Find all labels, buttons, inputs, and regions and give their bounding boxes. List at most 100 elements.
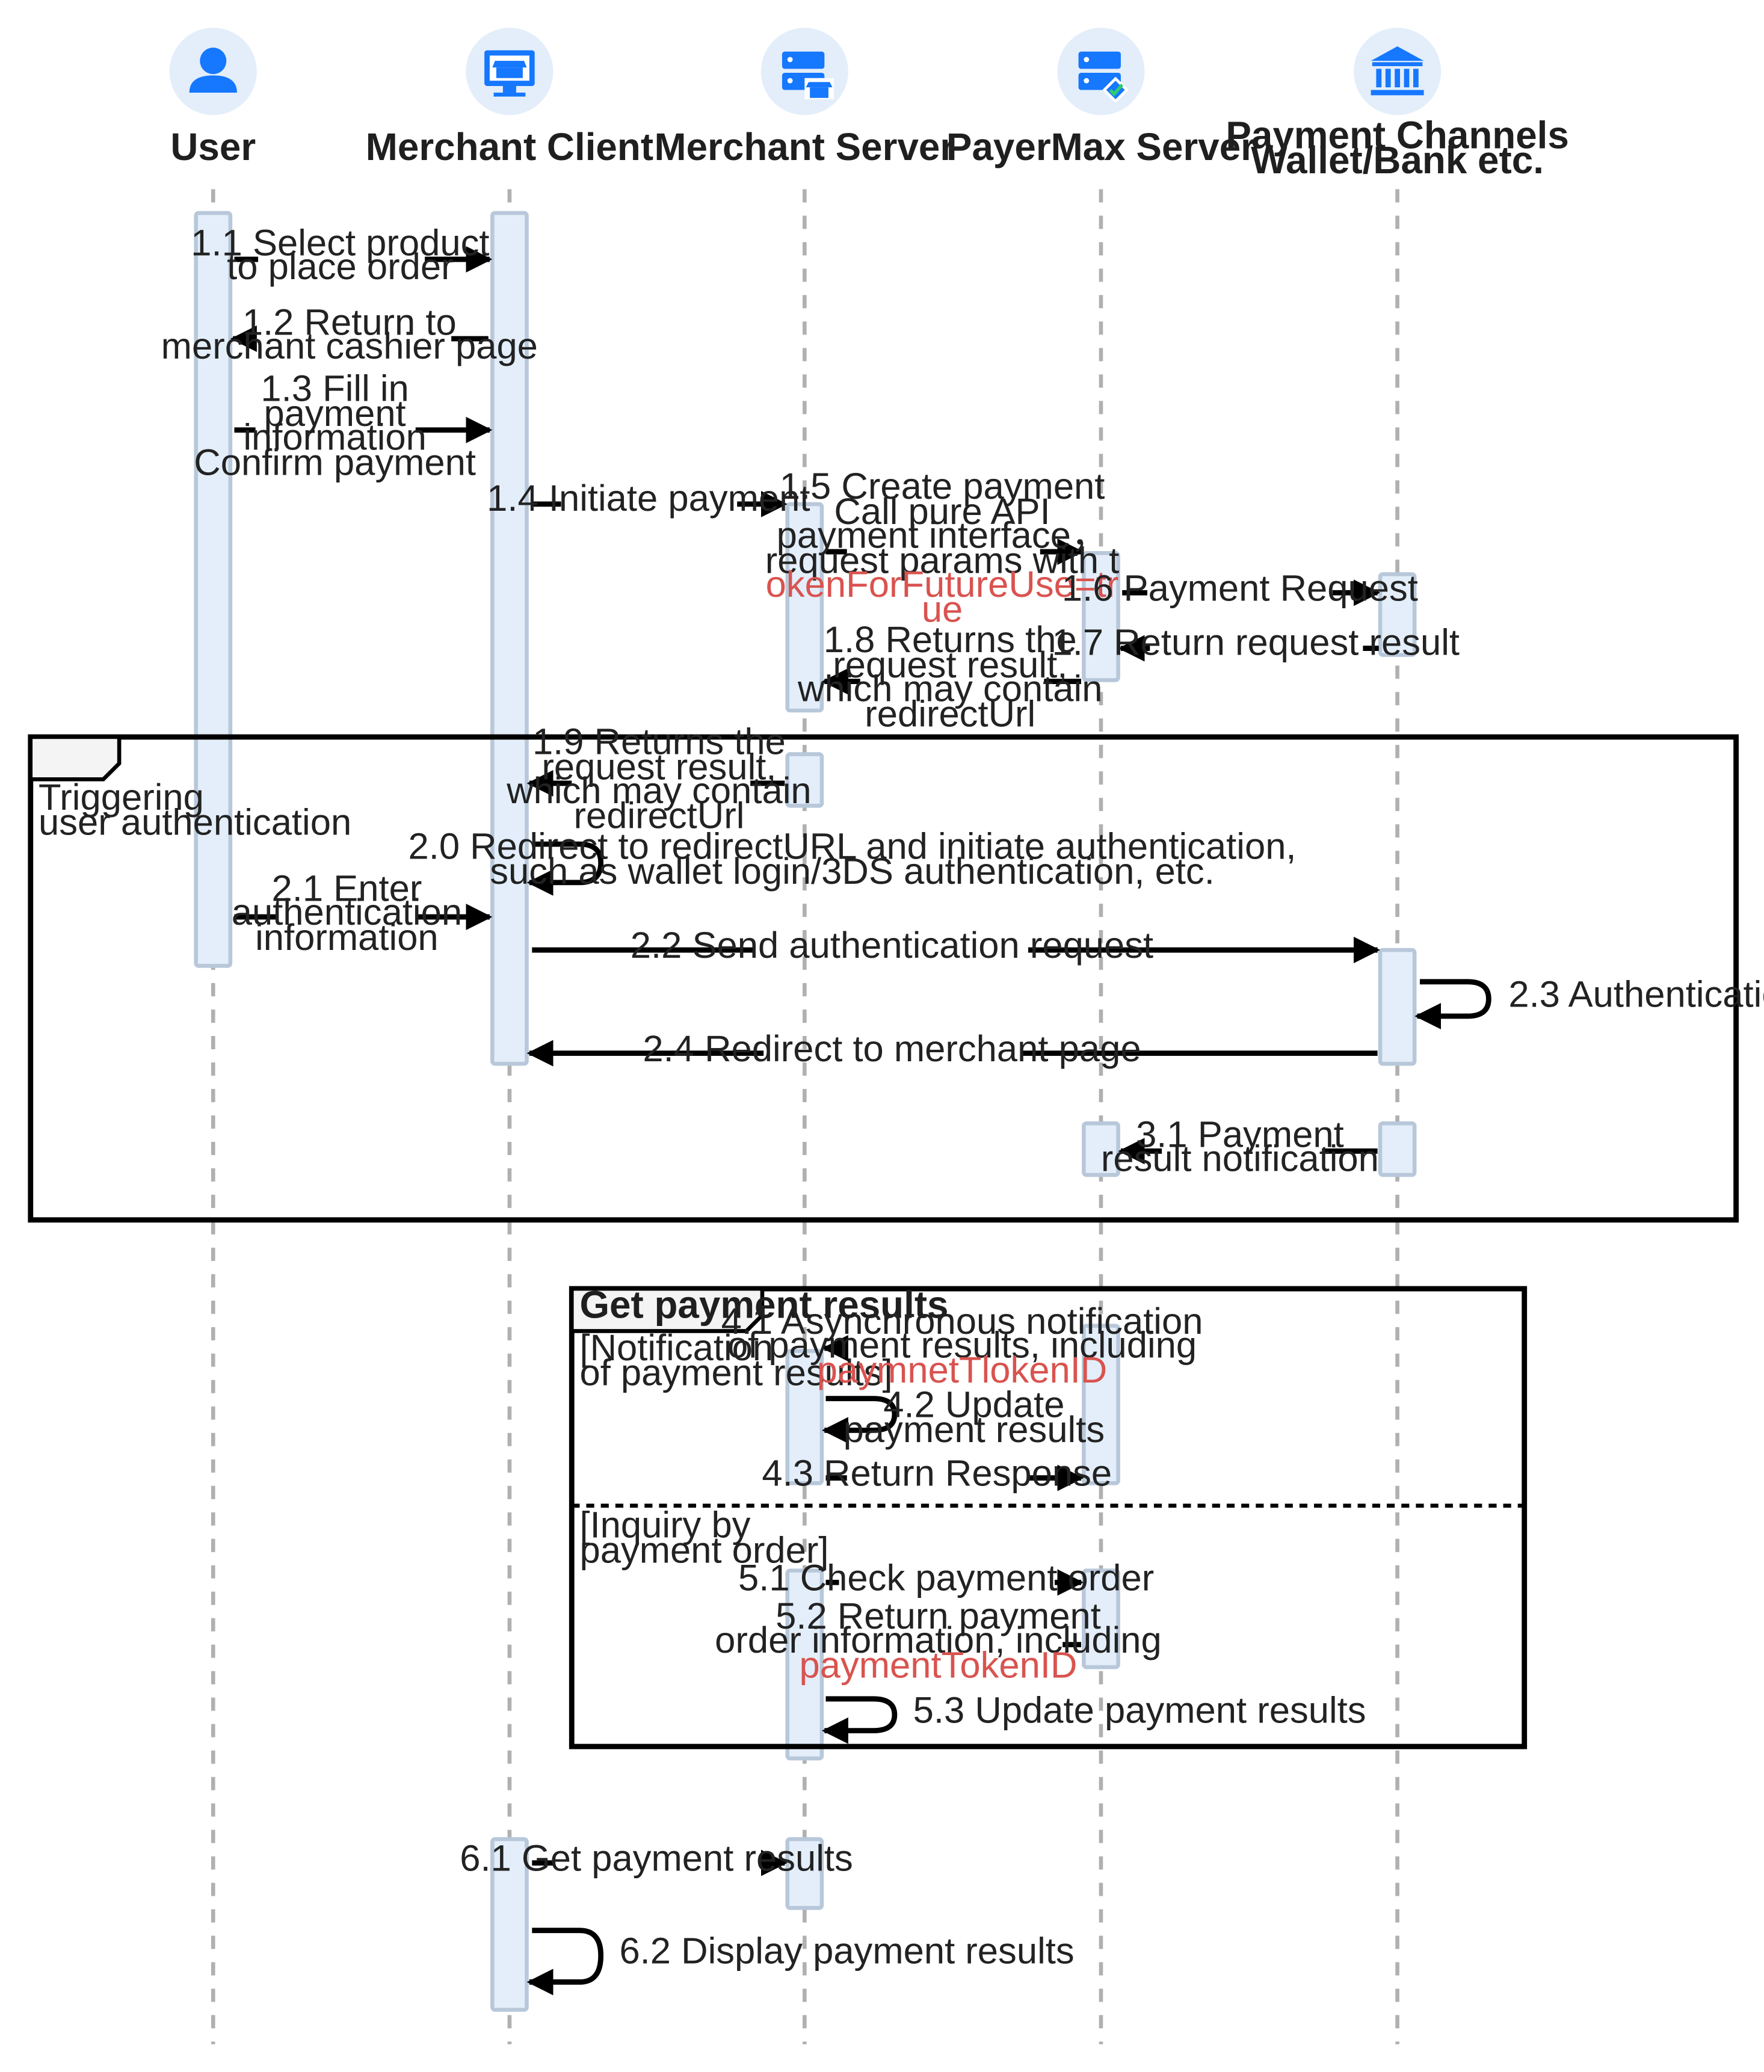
svg-text:6.1 Get payment results: 6.1 Get payment results <box>460 1838 853 1879</box>
activation-channels-3 <box>1378 1121 1417 1177</box>
svg-text:request result,: request result, <box>541 746 776 788</box>
message-1-1: 1.1 Select product to place order <box>191 222 493 288</box>
svg-text:1.4 Initiate payment: 1.4 Initiate payment <box>487 478 810 519</box>
message-1-7: 1.7 Return request result <box>1052 622 1460 664</box>
message-6-1: 6.1 Get payment results <box>460 1838 853 1879</box>
message-2-0: 2.0 Redirect to redirectURL and initiate… <box>408 825 1297 896</box>
svg-text:information: information <box>243 417 427 458</box>
message-1-5: 1.5 Create payment Call pure API payment… <box>765 466 1120 631</box>
participant-merchant-server: Merchant Server <box>654 28 955 168</box>
svg-text:Confirm payment: Confirm payment <box>194 442 476 484</box>
svg-text:1.9 Returns the: 1.9 Returns the <box>532 721 786 763</box>
svg-text:1.6 Payment Request: 1.6 Payment Request <box>1062 567 1418 609</box>
svg-text:1.2 Return to: 1.2 Return to <box>242 301 457 343</box>
svg-text:1.3 Fill in: 1.3 Fill in <box>261 368 409 409</box>
message-2-4: 2.4 Redirect to merchant page <box>526 1028 1378 1070</box>
activation-user <box>194 211 233 968</box>
participant-label-merchant-server: Merchant Server <box>654 125 955 168</box>
activation-channels-2 <box>1378 948 1417 1066</box>
activations <box>194 211 1417 2012</box>
fragment-results-title: Get payment results <box>579 1283 948 1326</box>
svg-text:Call pure API: Call pure API <box>834 491 1050 532</box>
message-1-2: 1.2 Return to merchant cashier page <box>161 301 538 367</box>
svg-text:paymnetTlokenID: paymnetTlokenID <box>817 1349 1107 1391</box>
svg-text:payment results: payment results <box>843 1409 1105 1451</box>
svg-text:2.0 Redirect to redirectURL an: 2.0 Redirect to redirectURL and initiate… <box>408 825 1296 867</box>
fragment-auth: Triggering user authentication <box>28 734 1739 1223</box>
activation-channels-1 <box>1378 572 1417 657</box>
message-1-3: 1.3 Fill in payment information Confirm … <box>194 368 493 484</box>
message-4-3: 4.3 Return Response <box>762 1453 1112 1494</box>
message-1-6: 1.6 Payment Request <box>1062 567 1418 609</box>
participant-label-payment-channels-line2: Wallet/Bank etc. <box>1251 138 1544 182</box>
svg-text:information: information <box>255 917 439 958</box>
svg-text:authentication: authentication <box>232 892 462 933</box>
svg-text:4.2 Update: 4.2 Update <box>883 1384 1064 1425</box>
svg-text:which may contain: which may contain <box>506 770 811 812</box>
svg-text:which may contain: which may contain <box>797 668 1102 710</box>
message-3-1: 3.1 Payment result notification <box>1101 1114 1379 1180</box>
activation-server-2 <box>785 752 824 808</box>
activation-client-1 <box>490 211 529 1066</box>
svg-text:1.1 Select product: 1.1 Select product <box>191 222 489 264</box>
svg-text:2.3 Authentication Process: 2.3 Authentication Process <box>1508 974 1764 1016</box>
participant-label-merchant-client: Merchant Client <box>366 125 653 168</box>
svg-text:6.2 Display payment results: 6.2 Display payment results <box>619 1931 1074 1972</box>
svg-text:such as wallet login/3DS authe: such as wallet login/3DS authentication,… <box>490 851 1215 892</box>
svg-text:request params with t: request params with t <box>765 540 1120 581</box>
activation-payermax-1 <box>1082 550 1120 682</box>
participant-label-payermax-server: PayerMax Server <box>946 125 1256 168</box>
participant-label-user: User <box>170 125 256 168</box>
message-1-9: 1.9 Returns the request result, which ma… <box>506 721 811 837</box>
participant-user: User <box>169 28 257 168</box>
activation-client-2 <box>490 1837 529 2012</box>
participant-payermax-server: PayerMax Server <box>946 28 1256 168</box>
message-5-2: 5.2 Return payment order information, in… <box>715 1596 1162 1686</box>
svg-text:payment: payment <box>264 393 406 434</box>
message-2-3: 2.3 Authentication Process <box>1414 974 1764 1030</box>
svg-text:to place order: to place order <box>227 246 453 288</box>
activation-server-4 <box>785 1568 824 1761</box>
message-4-2: 4.2 Update payment results <box>821 1384 1105 1451</box>
svg-text:4.3 Return Response: 4.3 Return Response <box>762 1453 1112 1494</box>
fragment-results-tab <box>569 1286 765 1333</box>
message-1-8: 1.8 Returns the request result, which ma… <box>797 619 1102 735</box>
fragment-auth-guard-line2: user authentication <box>39 802 351 843</box>
fragment-results-guard2-line2: payment order] <box>579 1529 828 1571</box>
svg-text:merchant cashier page: merchant cashier page <box>161 325 538 367</box>
svg-text:5.1 Check payment order: 5.1 Check payment order <box>738 1557 1154 1599</box>
message-6-2: 6.2 Display payment results <box>526 1928 1075 1996</box>
svg-text:4.1 Asynchronous notification: 4.1 Asynchronous notification <box>721 1301 1203 1342</box>
activation-server-1 <box>785 502 824 713</box>
svg-text:1.8 Returns the: 1.8 Returns the <box>824 619 1077 661</box>
svg-text:payment interface，: payment interface， <box>777 514 1108 556</box>
activation-payermax-4 <box>1082 1568 1120 1670</box>
svg-text:okenForFutureUse=tr: okenForFutureUse=tr <box>766 564 1119 605</box>
svg-text:redirectUrl: redirectUrl <box>573 795 744 837</box>
message-5-1: 5.1 Check payment order <box>738 1557 1154 1599</box>
monitor-store-icon <box>484 50 535 97</box>
fragment-auth-tab <box>28 735 122 782</box>
svg-text:request result,: request result, <box>833 644 1067 686</box>
svg-text:1.5 Create payment: 1.5 Create payment <box>780 466 1105 507</box>
fragment-results-frame <box>569 1286 1528 1750</box>
activation-payermax-3 <box>1082 1324 1120 1485</box>
message-5-3: 5.3 Update payment results <box>821 1689 1366 1744</box>
svg-text:ue: ue <box>922 589 963 631</box>
user-icon <box>189 48 237 93</box>
bank-icon <box>1371 46 1424 96</box>
svg-text:2.4 Redirect to merchant page: 2.4 Redirect to merchant page <box>643 1028 1141 1070</box>
svg-text:2.2 Send authentication reques: 2.2 Send authentication request <box>631 925 1153 966</box>
server-store-icon <box>782 51 834 99</box>
message-1-4: 1.4 Initiate payment <box>487 478 810 519</box>
fragment-auth-guard-line1: Triggering <box>39 777 204 818</box>
svg-text:redirectUrl: redirectUrl <box>865 693 1035 735</box>
fragment-results-guard1-line1: [Notification <box>579 1327 773 1369</box>
fragment-auth-frame <box>28 734 1739 1223</box>
svg-text:of payment results, including: of payment results, including <box>727 1324 1197 1366</box>
svg-text:5.2 Return payment: 5.2 Return payment <box>776 1596 1101 1637</box>
svg-text:paymentTokenID: paymentTokenID <box>799 1645 1077 1686</box>
svg-text:2.1 Enter: 2.1 Enter <box>271 868 422 910</box>
